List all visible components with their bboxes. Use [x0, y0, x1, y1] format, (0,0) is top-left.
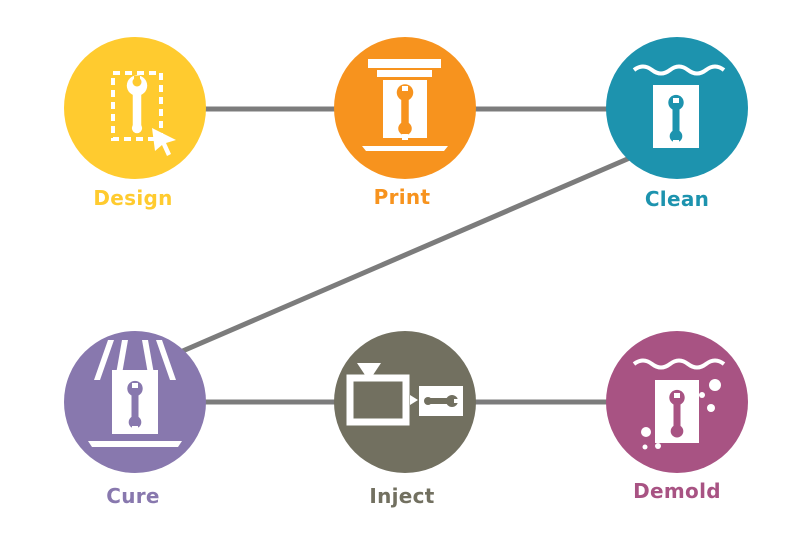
dissolve-bubbles-wrench-icon — [632, 358, 726, 450]
step-cure — [64, 331, 206, 473]
step-clean — [606, 37, 748, 179]
step-design — [64, 37, 206, 179]
injection-machine-wrench-icon — [346, 363, 463, 426]
selection-wrench-cursor-icon — [111, 71, 176, 156]
step-demold — [606, 331, 748, 473]
step-inject — [334, 331, 476, 473]
uv-lamp-wrench-icon — [88, 340, 182, 447]
step-print — [334, 37, 476, 179]
printer-wrench-icon — [362, 59, 448, 151]
cure-label: Cure — [106, 484, 160, 508]
connector-clean-cure — [175, 154, 635, 356]
demold-label: Demold — [633, 479, 721, 503]
connectors — [175, 106, 635, 405]
design-label: Design — [93, 186, 173, 210]
print-label: Print — [373, 185, 431, 209]
clean-label: Clean — [644, 187, 710, 211]
inject-label: Inject — [369, 484, 435, 508]
wash-wrench-icon — [632, 64, 726, 148]
